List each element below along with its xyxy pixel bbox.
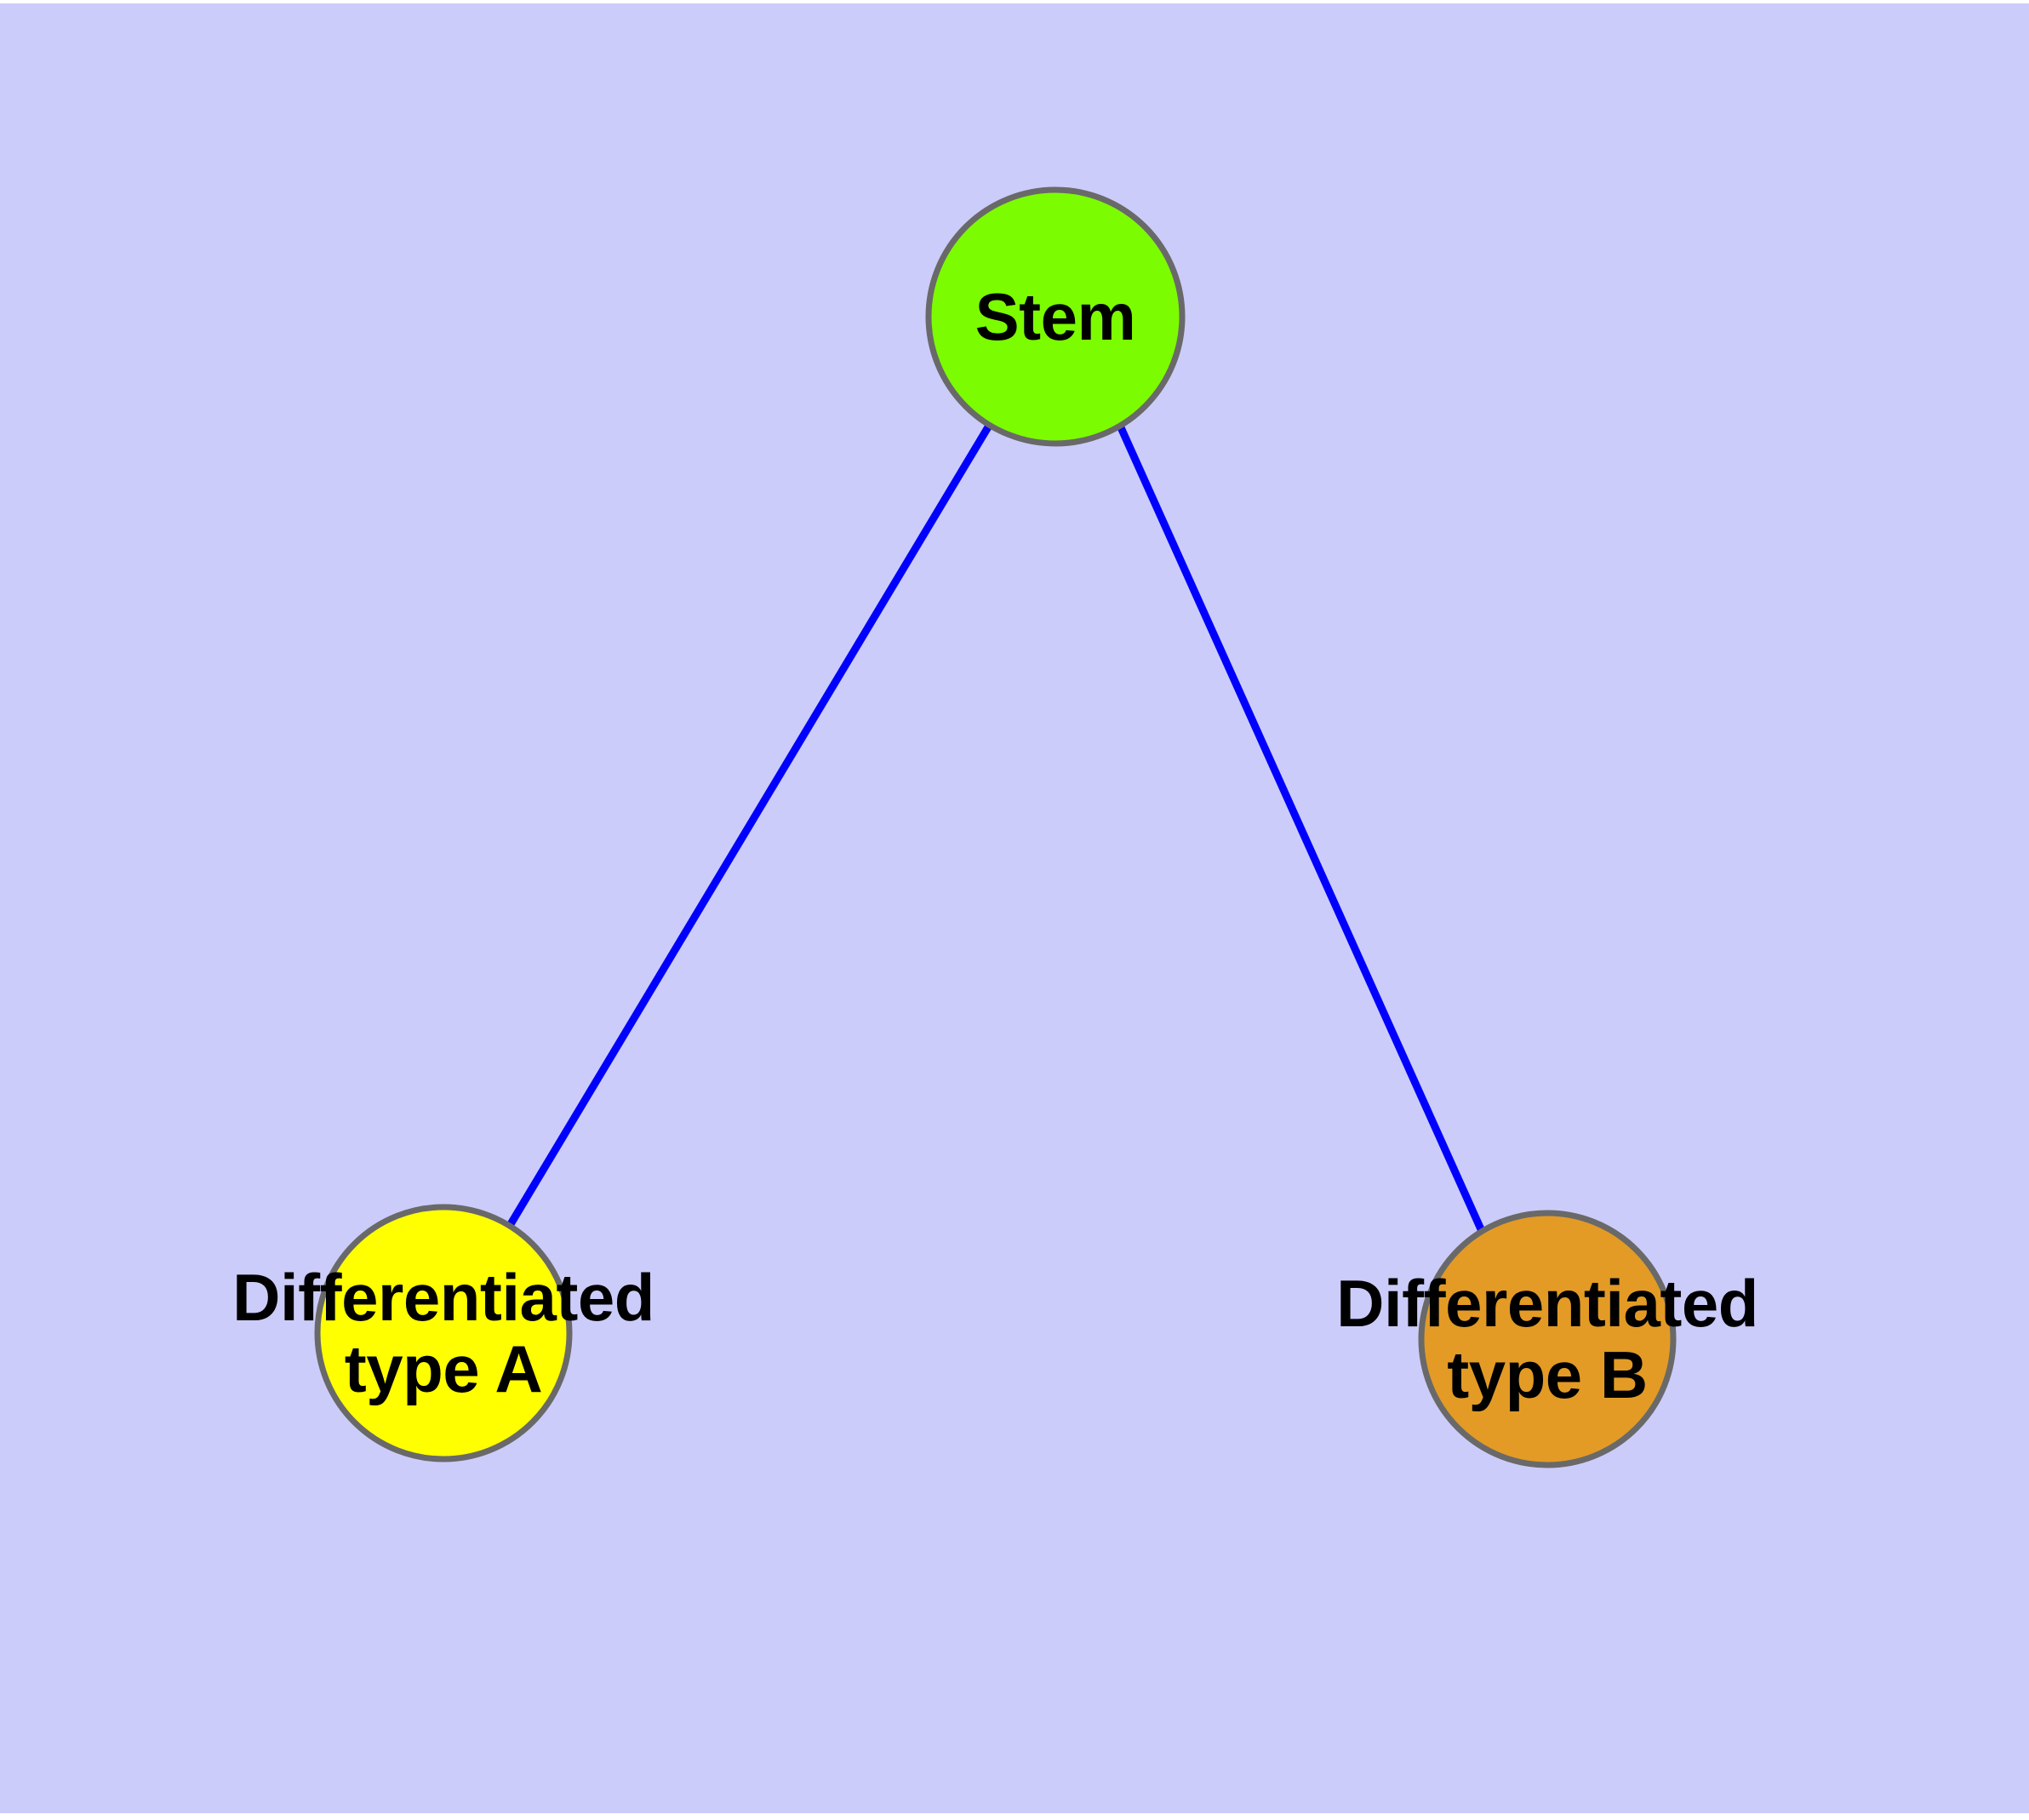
node-differentiated-type-a[interactable] [314, 1204, 573, 1462]
edge-stem-to-differentiated-type-b[interactable] [1116, 424, 1485, 1231]
nodes-layer [314, 186, 1677, 1468]
node-stem[interactable] [925, 186, 1186, 447]
edges-layer [507, 423, 1485, 1231]
edge-stem-to-differentiated-type-a[interactable] [507, 423, 992, 1227]
node-differentiated-type-b[interactable] [1418, 1210, 1677, 1468]
